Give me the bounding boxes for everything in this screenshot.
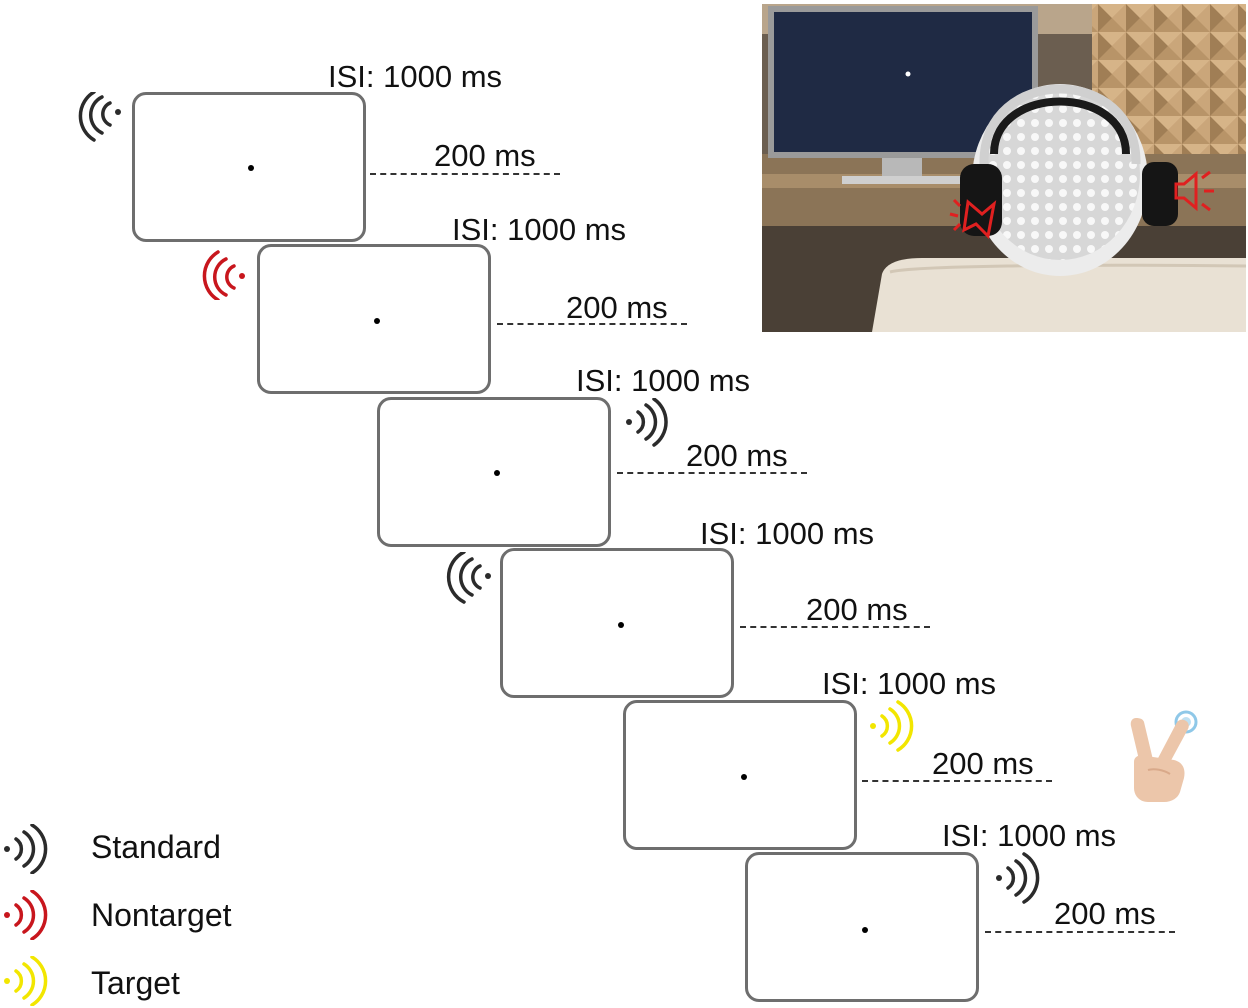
fixation-dot [374,318,380,324]
duration-label: 200 ms [686,438,788,473]
sound-wave-icon [78,92,121,142]
duration-label: 200 ms [566,290,668,325]
sound-wave-icon [4,824,48,874]
eeg-setup-photo [762,4,1246,332]
duration-dashed-line [862,780,1052,782]
isi-label: ISI: 1000 ms [942,818,1117,853]
fixation-dot [248,165,254,171]
eeg-setup-illustration [762,4,1246,332]
isi-label: ISI: 1000 ms [576,363,751,398]
fixation-dot [618,622,624,628]
duration-dashed-line [497,323,687,325]
speaker-icon [1174,170,1214,212]
isi-label: ISI: 1000 ms [700,516,875,551]
sound-wave-icon [4,956,48,1006]
fixation-dot [494,470,500,476]
legend-label-standard: Standard [91,829,221,865]
duration-label: 200 ms [806,592,908,627]
stimulus-screen [623,700,857,850]
two-finger-tap-icon [1130,710,1198,802]
sound-wave-icon [626,398,668,447]
stimulus-screen [745,852,979,1002]
sound-wave-icon [446,552,491,604]
stimulus-screen [257,244,491,394]
stimulus-screen [377,397,611,547]
stimulus-screen [500,548,734,698]
sound-wave-icon [870,700,914,752]
isi-label: ISI: 1000 ms [452,212,627,247]
duration-label: 200 ms [932,746,1034,781]
isi-label: ISI: 1000 ms [328,59,503,94]
fixation-dot [862,927,868,933]
sound-wave-icon [202,250,245,300]
legend-label-target: Target [91,965,180,1001]
duration-dashed-line [370,173,560,175]
stimulus-screen [132,92,366,242]
sound-wave-icon [4,890,48,940]
legend-label-nontarget: Nontarget [91,897,232,933]
duration-label: 200 ms [434,138,536,173]
duration-dashed-line [740,626,930,628]
sound-wave-icon [996,852,1040,904]
isi-label: ISI: 1000 ms [822,666,997,701]
duration-dashed-line [985,931,1175,933]
speaker-icon [949,198,997,240]
duration-label: 200 ms [1054,896,1156,931]
duration-dashed-line [617,472,807,474]
fixation-dot [741,774,747,780]
